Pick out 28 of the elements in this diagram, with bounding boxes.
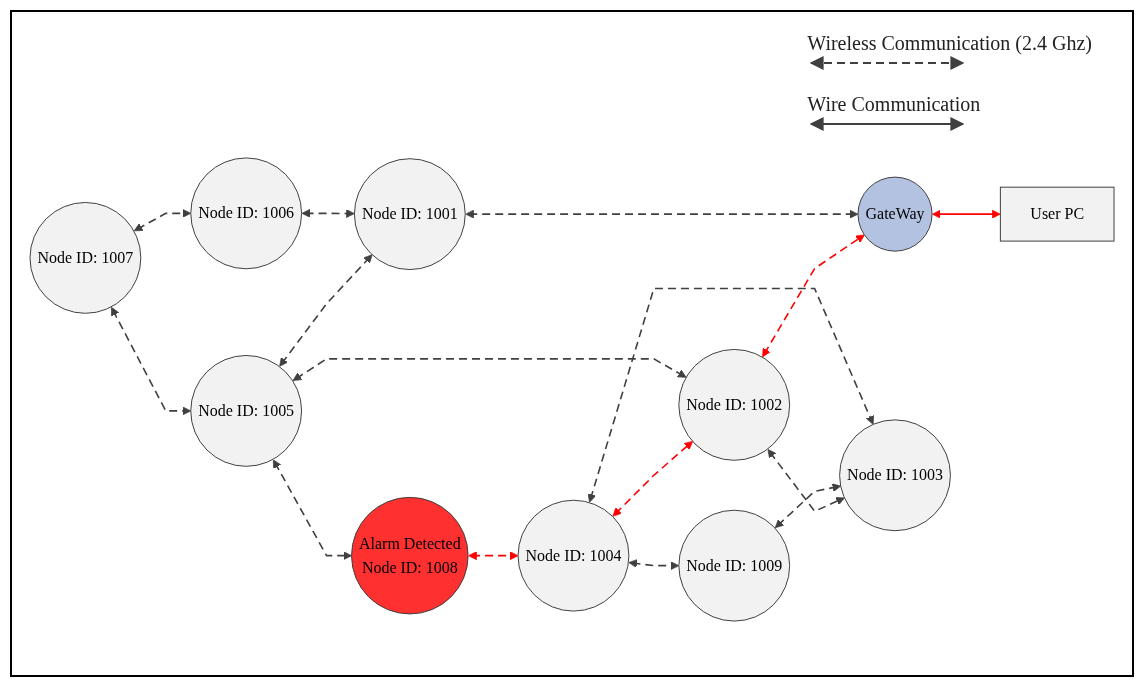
node-box: User PC bbox=[999, 186, 1115, 242]
node-circle: Node ID: 1002 bbox=[678, 348, 791, 461]
arrow bbox=[767, 449, 845, 513]
arrow bbox=[612, 441, 693, 517]
node-circle: Node ID: 1007 bbox=[29, 201, 142, 314]
arrow bbox=[762, 234, 865, 358]
arrow bbox=[292, 358, 687, 381]
arrow bbox=[272, 459, 352, 561]
arrow bbox=[110, 306, 192, 416]
node-circle: Node ID: 1006 bbox=[190, 157, 303, 270]
arrow bbox=[468, 551, 519, 561]
node-circle: Node ID: 1001 bbox=[353, 158, 466, 271]
node-circle: GateWay bbox=[857, 176, 933, 252]
arrow bbox=[279, 254, 373, 367]
node-circle: Alarm Detected Node ID: 1008 bbox=[351, 496, 469, 615]
arrow bbox=[133, 208, 192, 232]
node-circle: Node ID: 1003 bbox=[839, 419, 951, 532]
arrow bbox=[465, 209, 859, 219]
legend-text: Wireless Communication (2.4 Ghz) bbox=[807, 32, 1092, 55]
legend-text: Wire Communication bbox=[807, 93, 982, 116]
arrow bbox=[932, 209, 1001, 219]
arrow bbox=[628, 559, 680, 571]
node-circle: Node ID: 1009 bbox=[678, 509, 791, 622]
arrow bbox=[774, 483, 842, 529]
node-circle: Node ID: 1005 bbox=[190, 355, 303, 467]
arrow bbox=[587, 287, 874, 503]
node-circle: Node ID: 1004 bbox=[517, 499, 630, 612]
arrow bbox=[301, 208, 355, 218]
